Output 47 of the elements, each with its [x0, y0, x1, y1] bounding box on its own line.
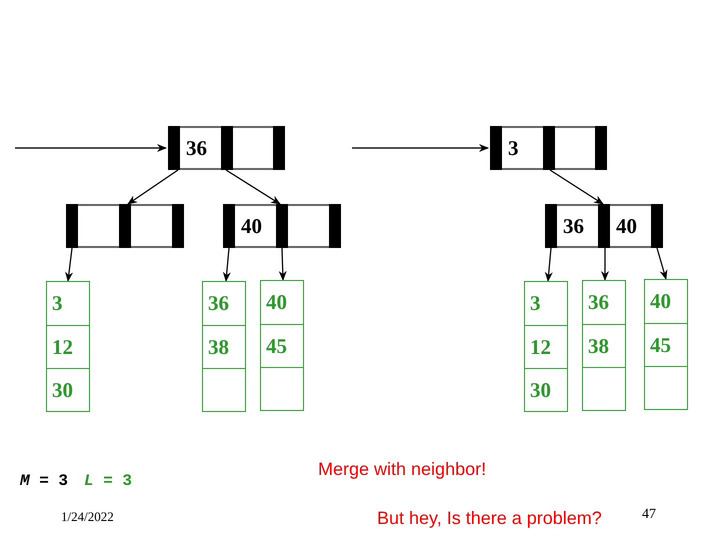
btree-internal-node — [66, 204, 184, 248]
key-value: 30 — [530, 378, 551, 402]
arrow — [15, 144, 167, 152]
key-value: 36 — [588, 290, 609, 315]
parameter-text: M = 3 — [20, 472, 68, 490]
key-value: 38 — [208, 334, 229, 360]
btree-leaf-node — [46, 281, 90, 412]
arrow — [222, 248, 231, 282]
key-value: 40 — [650, 289, 671, 314]
parameter-text: L = 3 — [84, 472, 132, 490]
btree-internal-node — [490, 126, 607, 170]
arrow — [544, 248, 553, 282]
btree-leaf-node — [202, 281, 246, 412]
key-value: 3 — [530, 291, 540, 316]
key-value: 3 — [52, 291, 62, 316]
btree-internal-node — [545, 204, 663, 248]
key-value: 3 — [508, 136, 518, 160]
arrow — [65, 248, 74, 282]
key-value: 45 — [266, 334, 287, 358]
key-value: 45 — [650, 332, 671, 358]
arrow — [127, 170, 178, 205]
arrow — [656, 248, 668, 280]
note-text: But hey, Is there a problem? — [377, 508, 602, 529]
arrow — [550, 170, 604, 205]
key-value: 30 — [52, 378, 73, 402]
key-value: 40 — [616, 214, 637, 238]
key-value: 40 — [266, 290, 287, 315]
arrow — [601, 248, 609, 281]
key-value: 36 — [563, 214, 584, 238]
btree-leaf-node — [524, 281, 568, 412]
arrow — [352, 144, 489, 152]
btree-leaf-node — [260, 280, 304, 411]
btree-internal-node — [168, 126, 285, 170]
btree-leaf-node — [582, 280, 626, 411]
date-text: 1/24/2022 — [61, 509, 114, 525]
arrow — [226, 170, 281, 205]
page-number: 47 — [642, 507, 656, 523]
note-text: Merge with neighbor! — [318, 459, 486, 480]
arrow — [278, 248, 287, 281]
key-value: 40 — [241, 214, 262, 238]
key-value: 36 — [186, 136, 207, 160]
key-value: 36 — [208, 291, 229, 316]
key-value: 12 — [52, 334, 73, 360]
key-value: 38 — [588, 334, 609, 358]
key-value: 12 — [530, 334, 551, 360]
btree-leaf-node — [644, 279, 688, 410]
btree-internal-node — [223, 204, 341, 248]
